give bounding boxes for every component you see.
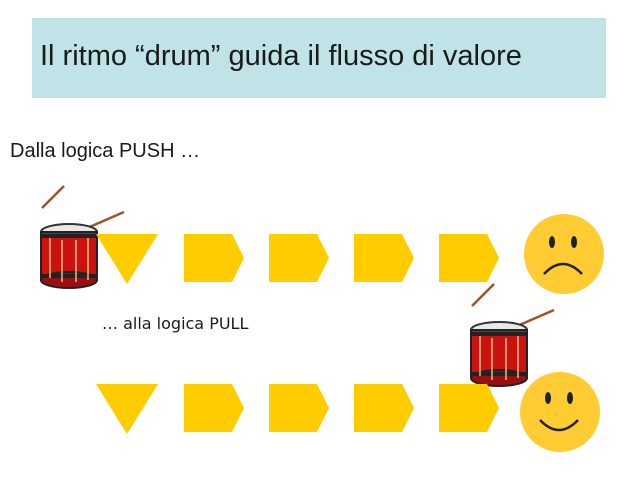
drum-icon [470,283,555,387]
happy-face-icon [520,372,600,452]
pentagon-arrow-shape [269,234,329,282]
sad-face-icon [524,214,604,294]
pull-flow-row [96,384,499,434]
triangle-shape [96,234,158,284]
push-flow-row [96,234,499,284]
pentagon-arrow-shape [354,234,414,282]
pentagon-arrow-shape [439,384,499,432]
drum-icon [40,185,125,289]
push-label: Dalla logica PUSH … [10,140,201,162]
pentagon-arrow-shape [439,234,499,282]
slide-title: Il ritmo “drum” guida il flusso di valor… [40,40,522,72]
pentagon-arrow-shape [354,384,414,432]
triangle-shape [96,384,158,434]
title-banner [32,18,606,98]
pull-label: … alla logica PULL [102,314,249,333]
pentagon-arrow-shape [184,384,244,432]
pentagon-arrow-shape [184,234,244,282]
pentagon-arrow-shape [269,384,329,432]
